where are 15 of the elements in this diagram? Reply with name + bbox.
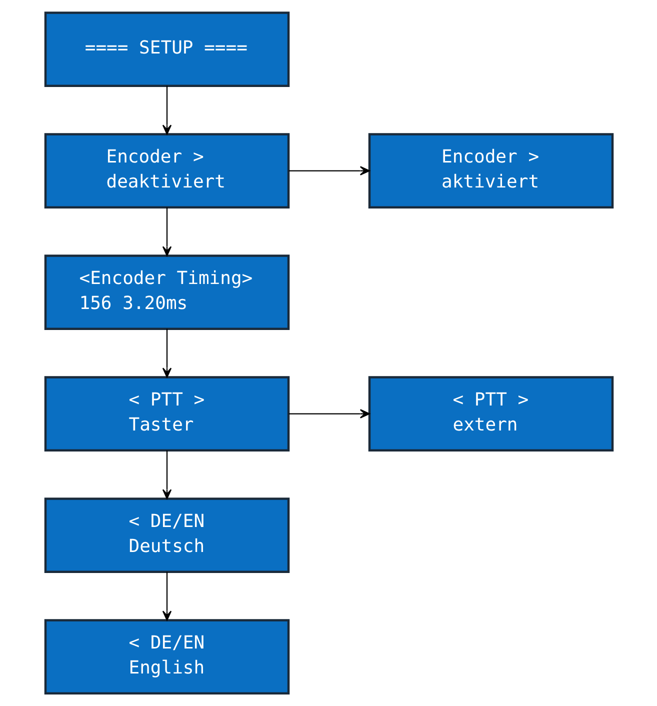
node-box: < DE/EN Deutsch	[44, 498, 290, 573]
node-box: Encoder > deaktiviert	[44, 133, 290, 208]
arrow	[162, 572, 172, 621]
node-box: <Encoder Timing> 156 3.20ms	[44, 254, 290, 330]
arrow	[162, 207, 172, 256]
arrow	[288, 409, 370, 418]
arrow	[162, 328, 172, 378]
node-box: < PTT > Taster	[44, 376, 290, 452]
arrow	[288, 166, 370, 176]
node-box: ==== SETUP ====	[44, 12, 290, 87]
node-box: Encoder > aktiviert	[368, 133, 614, 208]
arrow	[162, 450, 172, 500]
node-box: < DE/EN English	[44, 619, 290, 694]
arrow	[162, 86, 172, 135]
node-box: < PTT > extern	[368, 376, 614, 452]
